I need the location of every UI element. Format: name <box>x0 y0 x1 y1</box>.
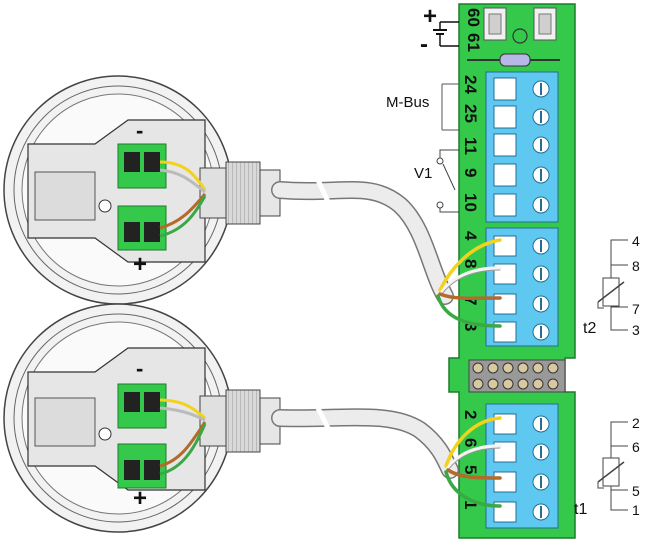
header-pin <box>547 362 559 374</box>
t1-label: t1 <box>574 501 587 518</box>
t1-sensor-terminal-2: 2 <box>632 415 640 431</box>
terminal-3-label: 3 <box>461 322 480 331</box>
t2-sensor-terminal-7: 7 <box>632 301 640 317</box>
valve-switch-symbol <box>436 149 459 213</box>
upper-slot-0-wire-hole <box>493 77 517 101</box>
header-pins <box>472 362 559 390</box>
header-pin <box>517 378 529 390</box>
terminal-61-label: 61 <box>464 33 483 52</box>
t1-sensor-terminal-1: 1 <box>632 502 640 518</box>
header-pin <box>487 378 499 390</box>
t2-sensor-terminal-3: 3 <box>632 322 640 338</box>
upper-plus-sign: + <box>133 251 147 278</box>
header-pin <box>502 378 514 390</box>
sensor-head-upper <box>3 75 281 305</box>
terminal-9-label: 9 <box>461 168 480 177</box>
header-pin <box>547 378 559 390</box>
terminal-60-label: 60 <box>464 8 483 27</box>
t2-wires <box>436 238 502 328</box>
t1-sensor-terminal-5: 5 <box>632 483 640 499</box>
header-pin <box>487 362 499 374</box>
terminal-7-label: 7 <box>461 296 480 305</box>
terminal-4-label: 4 <box>461 231 480 241</box>
header-pin <box>472 378 484 390</box>
battery-symbol <box>433 21 459 47</box>
valve-label: V1 <box>414 165 432 182</box>
header-pin <box>532 378 544 390</box>
t2-sensor-schematic <box>597 239 628 331</box>
t2-sensor-terminal-8: 8 <box>632 258 640 274</box>
terminal-8-label: 8 <box>461 259 480 268</box>
t1-sensor-terminal-6: 6 <box>632 439 640 455</box>
header-pin <box>532 362 544 374</box>
terminal-25-label: 25 <box>461 104 480 123</box>
lower-head-wires <box>159 398 207 476</box>
lower-plus-sign: + <box>133 485 147 512</box>
terminal-5-label: 5 <box>461 465 480 474</box>
terminal-24-label: 24 <box>461 75 480 94</box>
header-pin <box>472 362 484 374</box>
upper-slot-1-wire-hole <box>493 105 517 129</box>
terminal-1-label: 1 <box>461 500 480 509</box>
t1-sensor-schematic <box>597 421 628 511</box>
sensor-head-lower <box>3 303 281 533</box>
upper-minus-sign: - <box>136 118 143 143</box>
t2-label: t2 <box>583 320 596 337</box>
header-pin <box>502 362 514 374</box>
t1-slot-2-wire-hole <box>493 471 517 493</box>
power-plus-sign: + <box>423 3 437 30</box>
terminal-6-label: 6 <box>461 438 480 447</box>
terminal-slots <box>493 77 550 523</box>
upper-head-wires <box>159 160 207 238</box>
power-minus-sign: - <box>420 31 428 58</box>
terminal-10-label: 10 <box>461 193 480 212</box>
cable-upper <box>271 178 454 305</box>
lower-minus-sign: - <box>136 356 143 381</box>
upper-slot-2-wire-hole <box>493 133 517 157</box>
upper-slot-3-wire-hole <box>493 163 517 187</box>
terminal-2-label: 2 <box>461 410 480 419</box>
terminal-11-label: 11 <box>461 137 480 155</box>
t2-sensor-terminal-4: 4 <box>632 233 640 249</box>
header-pin <box>517 362 529 374</box>
t1-wires <box>444 416 502 508</box>
upper-slot-4-wire-hole <box>493 193 517 217</box>
mbus-label: M-Bus <box>386 94 429 111</box>
cable-lower <box>271 406 459 479</box>
